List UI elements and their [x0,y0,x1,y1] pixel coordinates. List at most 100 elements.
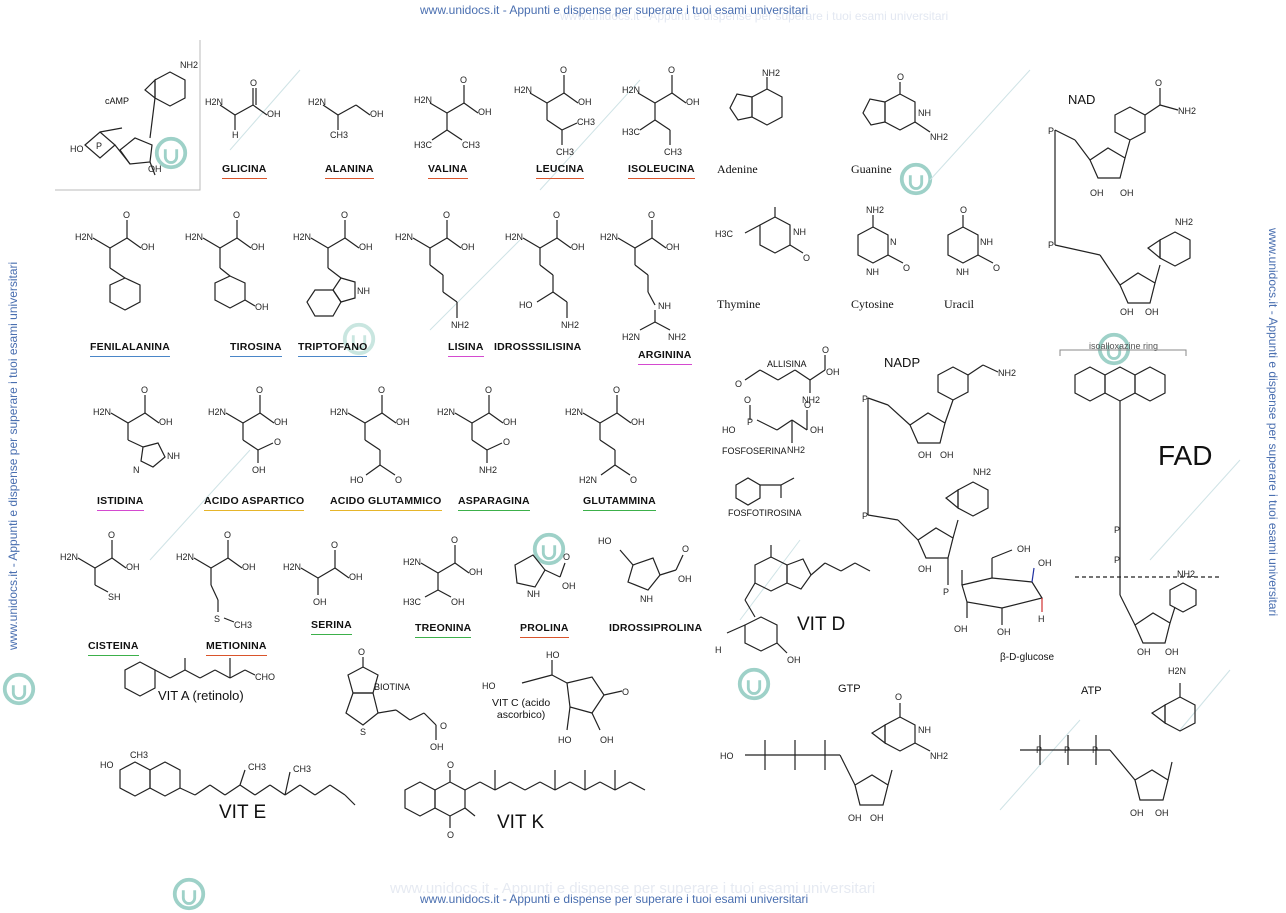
asparagina-o-text: O [485,385,492,395]
glucose-oh2-text: OH [1038,558,1052,568]
glutammina-oh-text: OH [631,417,645,427]
leucina-o-text: O [560,65,567,75]
fenilalanina-h2n-text: H2N [75,232,93,242]
metionina-oh-text: OH [242,562,256,572]
nad-p-text: P [1048,126,1054,136]
glucose-h-text: H [1038,614,1045,624]
nad-label: NAD [1068,92,1096,107]
gtp-structure: HO O NH NH2 OH OH [720,692,948,823]
guanine-nh2-text: NH2 [930,132,948,142]
vit-d-structure: H OH [715,545,871,665]
metionina-label: METIONINA [206,640,267,656]
treonina-h3c-text: H3C [403,597,422,607]
asparagina-oh-text: OH [503,417,517,427]
vit-k-o-text: O [447,760,454,770]
uracil-nh2-text: NH [956,267,969,277]
cisteina-sh-text: SH [108,592,121,602]
valina-ch3-text: CH3 [462,140,480,150]
metionina-o-text: O [224,530,231,540]
nad-nh2-text: NH2 [1178,106,1196,116]
allisina-oh-text: OH [826,367,840,377]
istidina-label: ISTIDINA [97,495,144,511]
thymine-o-text: O [803,253,810,263]
nadp-nh2b-text: NH2 [973,467,991,477]
vit-c-structure: HO HO O HO OH [482,650,629,745]
atp-p-text: P [1036,745,1042,755]
idrossilisina-oh-text: OH [571,242,585,252]
fosfotirosina-structure [735,477,795,506]
vit-k-structure: O O [404,760,646,840]
biotina-structure: S O O OH [345,647,447,752]
guanine-label: Guanine [851,162,892,176]
glicina-structure: H2N O OH H [205,78,281,140]
tirosina-oh2-text: OH [255,302,269,312]
camp-nh2-text: NH2 [180,60,198,70]
nadp-nh2-text: NH2 [998,368,1016,378]
prolina-oh-text: OH [562,581,576,591]
camp-structure: NH2 HO OH P [70,60,198,176]
guanine-o-text: O [897,72,904,82]
vit-e-ch3c-text: CH3 [293,764,311,774]
prolina-label: PROLINA [520,622,569,638]
cytosine-label: Cytosine [851,297,894,311]
vit-c-label: VIT C (acido ascorbico) [492,697,551,721]
camp-frame [55,40,201,191]
prolina-o-text: O [563,552,570,562]
fosfotirosina-label: FOSFOTIROSINA [728,508,802,518]
idrossiprolina-o-text: O [682,544,689,554]
istidina-structure: H2N O OH NH N [93,385,180,475]
arginina-label: ARGININA [638,349,692,365]
allisina-label: ALLISINA [767,359,807,369]
nad-nh2b-text: NH2 [1175,217,1193,227]
glutammina-h2n-text: H2N [565,407,583,417]
gtp-o-text: O [895,692,902,702]
unidocs-logo-icon [532,532,566,566]
asparagina-structure: H2N O OH O NH2 [437,385,517,475]
triptofano-nh-text: NH [357,286,370,296]
lisina-label: LISINA [448,341,484,357]
vit-c-ho2-text: HO [546,650,560,660]
idrossilisina-ho-text: HO [519,300,533,310]
glutammina-o2-text: O [630,475,637,485]
fad-p2-text: P [1114,555,1120,565]
nadp-p3-text: P [862,511,868,521]
glicina-h-text: H [232,130,239,140]
uracil-o-text: O [960,205,967,215]
leucina-ch3-text: CH3 [577,117,595,127]
idrossilisina-structure: H2N O OH HO NH2 [505,210,585,330]
watermark-top-ghost: www.unidocs.it - Appunti e dispense per … [560,9,949,23]
vit-a-structure: CHO [124,658,275,697]
fosfoserina-structure: O HO P O OH NH2 [722,395,824,455]
fosfoserina-nh2-text: NH2 [787,445,805,455]
lisina-oh-text: OH [461,242,475,252]
unidocs-logo-icon [2,672,36,706]
glucose-label: β-D-glucose [1000,652,1055,663]
idrossiprolina-ho-text: HO [598,536,612,546]
triptofano-label: TRIPTOFANO [298,341,368,357]
treonina-h2n-text: H2N [403,557,421,567]
tirosina-h2n-text: H2N [185,232,203,242]
fad-nh2-text: NH2 [1177,569,1195,579]
uracil-label: Uracil [944,297,974,311]
lisina-structure: H2N O OH NH2 [395,210,475,330]
idrossiprolina-oh-text: OH [678,574,692,584]
valina-o-text: O [460,75,467,85]
atp-oh2-text: OH [1155,808,1169,818]
glutammico-o2-text: O [395,475,402,485]
allisina-nh2-text: NH2 [802,395,820,405]
treonina-oh2-text: OH [451,597,465,607]
vit-e-ch3b-text: CH3 [248,762,266,772]
vit-c-o-text: O [622,687,629,697]
treonina-structure: H2N O OH H3C OH [403,535,483,607]
unidocs-logo-icon [154,136,188,170]
nad-structure: NH2 O OH OH OH OH NH2 P P [1048,78,1196,317]
fad-oh-text: OH [1137,647,1151,657]
vit-k-o2-text: O [447,830,454,840]
asparagina-h2n-text: H2N [437,407,455,417]
allisina-o-text: O [735,379,742,389]
vit-d-label: VIT D [797,614,846,635]
biotina-oh-text: OH [430,742,444,752]
isoleucina-h3c-text: H3C [622,127,641,137]
alanina-structure: H2N OH CH3 [308,97,384,140]
isoleucina-ch3-text: CH3 [664,147,682,157]
